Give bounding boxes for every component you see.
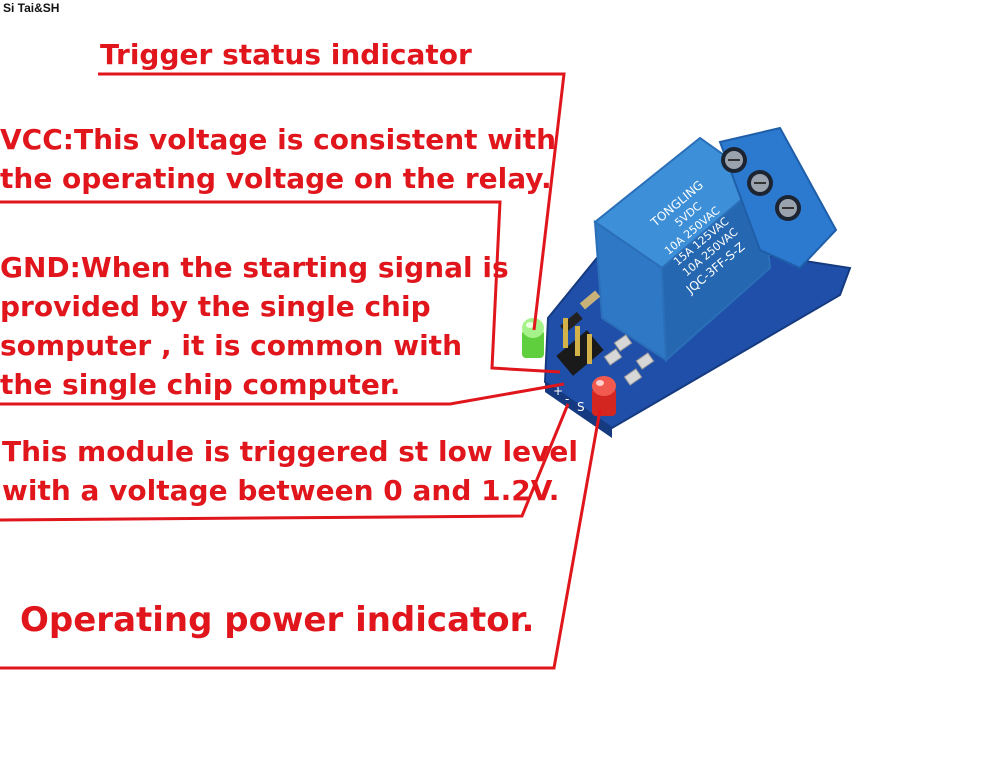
label-gnd-line-1: GND:When the starting signal is <box>0 251 509 284</box>
leader-vcc <box>0 200 561 374</box>
label-module: This module is triggered st low level wi… <box>2 432 578 510</box>
label-gnd-line-4: the single chip computer. <box>0 368 401 401</box>
header-pins <box>556 318 604 376</box>
leader-power <box>0 409 602 670</box>
terminal-screw-1 <box>721 147 747 173</box>
terminal-screw-2 <box>747 170 773 196</box>
label-module-line-2: with a voltage between 0 and 1.2V. <box>2 474 560 507</box>
power-led-red <box>592 376 616 416</box>
label-power-indicator: Operating power indicator. <box>20 600 535 640</box>
pin-label-minus: - <box>565 392 569 406</box>
label-gnd: GND:When the starting signal is provided… <box>0 248 509 404</box>
label-trigger-status: Trigger status indicator <box>100 38 472 71</box>
label-gnd-line-3: somputer , it is common with <box>0 329 462 362</box>
leader-gnd <box>0 382 565 406</box>
screw-terminal <box>718 126 838 270</box>
terminal-screw-3 <box>775 195 801 221</box>
pcb-board-edge <box>545 382 612 438</box>
leader-module <box>0 403 570 522</box>
trigger-led-green <box>522 318 544 358</box>
label-gnd-line-2: provided by the single chip <box>0 290 431 323</box>
leader-trigger <box>98 72 566 331</box>
smd-components <box>603 334 655 386</box>
label-vcc-line-2: the operating voltage on the relay. <box>0 162 552 195</box>
label-vcc: VCC:This voltage is consistent with the … <box>0 120 556 198</box>
pin-label-signal: S <box>577 400 585 414</box>
label-vcc-line-1: VCC:This voltage is consistent with <box>0 123 557 156</box>
relay-side <box>660 179 772 363</box>
watermark: Si Tai&SH <box>3 1 60 15</box>
label-module-line-1: This module is triggered st low level <box>2 435 578 468</box>
pin-label-plus: + <box>553 384 563 398</box>
resistor <box>579 290 601 310</box>
